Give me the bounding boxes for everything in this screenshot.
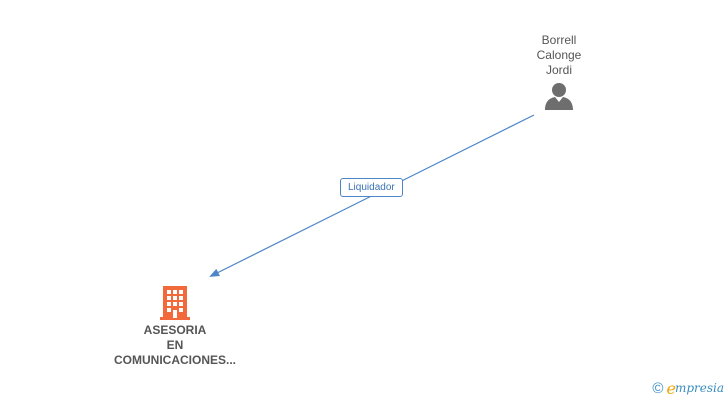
person-icon[interactable] <box>544 81 574 111</box>
company-name[interactable]: ASESORIA EN COMUNICACIONES... <box>100 323 250 368</box>
company-node[interactable]: ASESORIA EN COMUNICACIONES... <box>100 284 250 368</box>
brand-logo-name: mpresia <box>674 381 724 395</box>
person-name-line-1: Borrell <box>541 33 577 47</box>
copyright-icon: © <box>652 380 664 397</box>
building-icon[interactable] <box>159 284 191 320</box>
relation-label[interactable]: Liquidador <box>340 178 403 197</box>
company-name-line-2: EN <box>166 338 184 352</box>
brand-logo: © e mpresia <box>652 379 724 398</box>
person-node[interactable]: Borrell Calonge Jordi <box>509 33 609 111</box>
person-name-line-3: Jordi <box>545 63 572 77</box>
brand-logo-e: e <box>666 379 676 398</box>
person-name-line-2: Calonge <box>536 48 582 62</box>
company-name-line-1: ASESORIA <box>143 323 207 337</box>
company-name-line-3: COMUNICACIONES... <box>113 353 236 367</box>
